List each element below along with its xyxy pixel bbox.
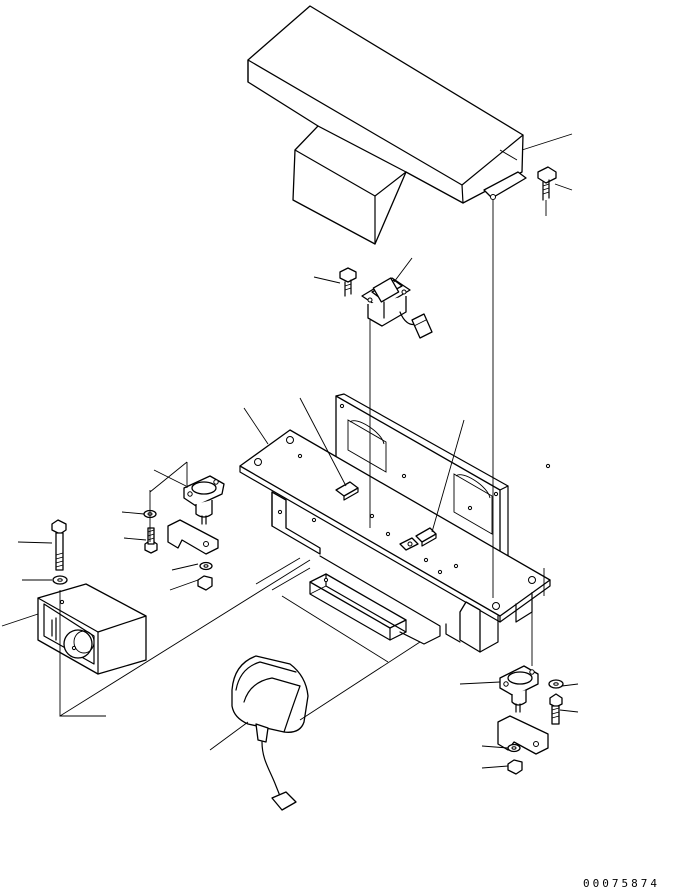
right-bolt [550,694,562,724]
work-lamp [232,656,308,810]
document-number: 00075874 [583,877,660,890]
lamp-housing-box [38,584,146,674]
right-nut [508,760,522,774]
right-rubber-mount [500,666,538,712]
long-bolt [52,520,66,570]
left-washer-lower [200,563,212,570]
switch-unit [362,278,432,338]
mounting-frame [240,394,550,652]
right-bracket [498,716,548,754]
right-washer-lower [508,745,520,752]
switch-bolt [340,268,356,296]
cover-bolt [538,167,556,216]
cover-bracket [484,172,526,200]
left-bolt [145,528,157,553]
leader-lines [2,134,578,768]
left-rubber-mount [184,476,224,524]
right-washer-upper [549,680,563,688]
long-bolt-washer [53,576,67,584]
left-nut [198,576,212,590]
left-bracket [168,520,218,554]
assembly-center-lines [60,200,544,720]
cover-panel [248,6,523,244]
